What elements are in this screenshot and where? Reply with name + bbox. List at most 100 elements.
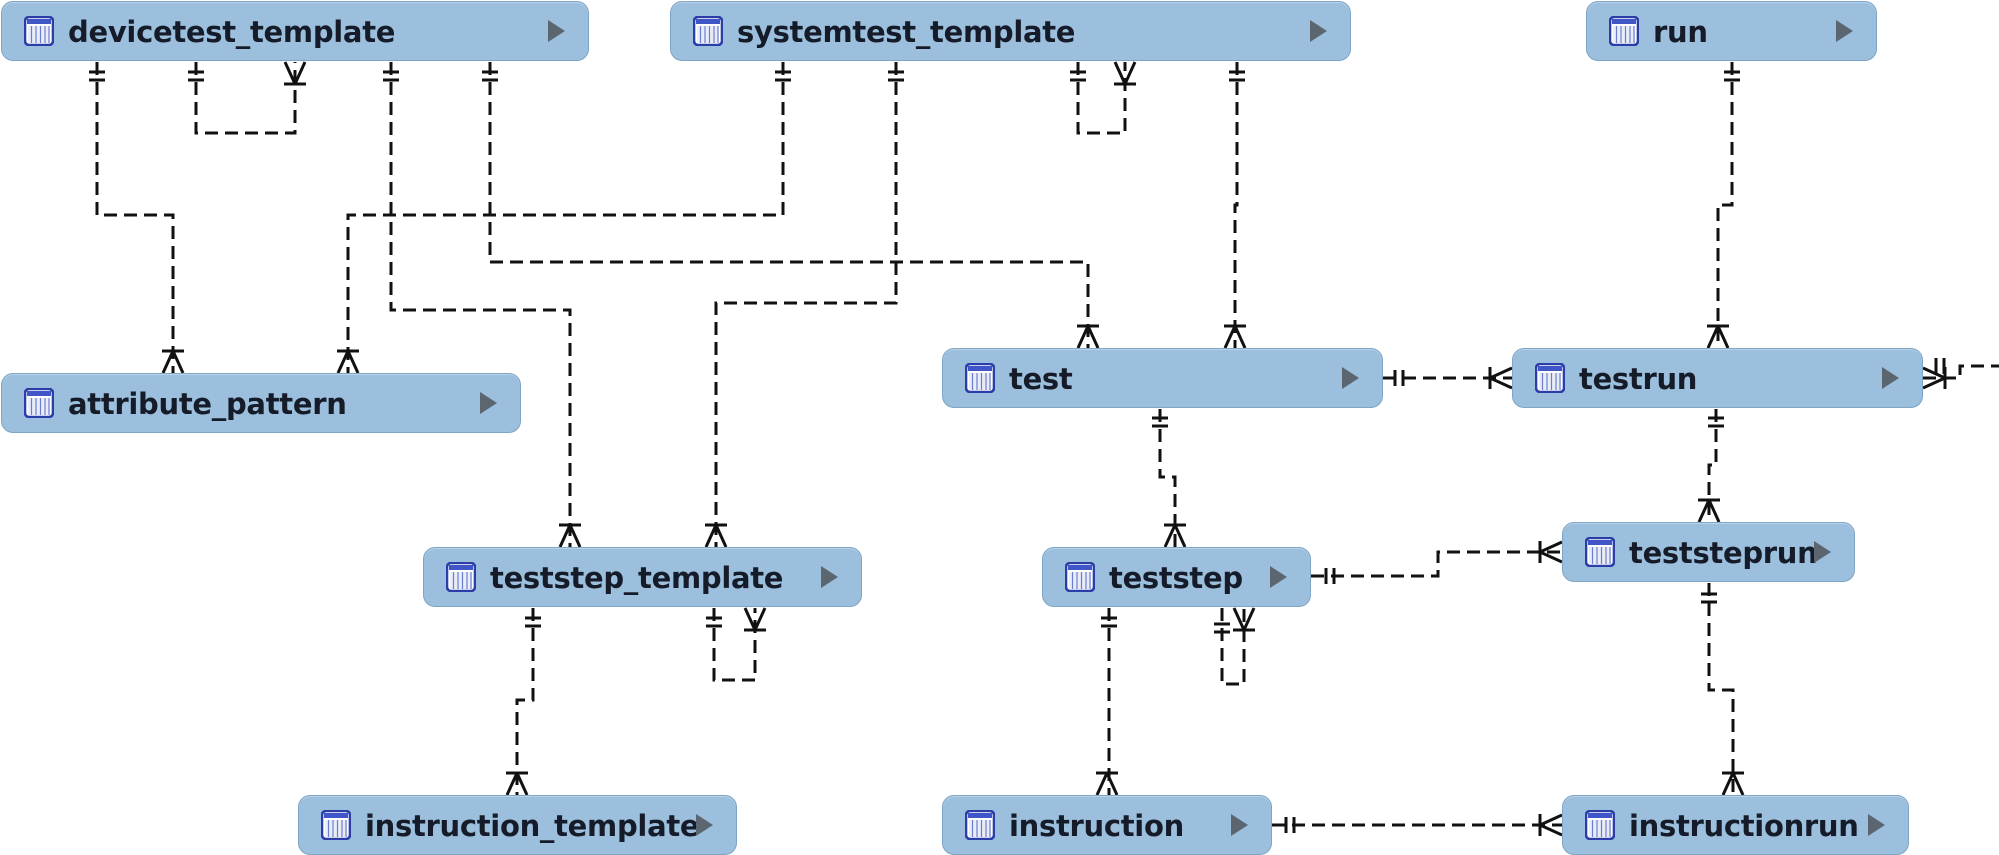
relationship-line [1220,608,1246,686]
entity-name: devicetest_template [68,15,396,49]
crows-foot [1086,325,1100,349]
crows-foot [1922,376,1946,390]
crows-foot [1105,772,1119,796]
crows-foot [1163,524,1177,548]
relationship-line [1311,550,1562,578]
relationship-line [1707,409,1718,522]
crows-foot [1539,540,1563,554]
entity-name: teststep [1109,561,1243,595]
crows-foot [1706,325,1720,349]
crows-foot [1123,61,1137,85]
table-icon [693,16,723,46]
entity-teststep-template[interactable]: teststep_template [423,547,862,607]
table-icon [1585,537,1615,567]
crows-foot [743,607,757,631]
table-icon [965,810,995,840]
entity-devicetest-template[interactable]: devicetest_template [1,1,589,61]
relationship-line [1716,62,1734,348]
relationship-line [1923,364,1999,380]
crows-foot [558,524,572,548]
table-icon [321,810,351,840]
crows-foot [1539,823,1563,837]
crows-foot [346,350,360,374]
expand-arrow-icon[interactable] [1836,20,1853,42]
table-icon [24,16,54,46]
entity-name: teststeprun [1629,536,1818,570]
relationship-line [194,62,297,135]
expand-arrow-icon[interactable] [1270,566,1287,588]
entity-instructionrun[interactable]: instructionrun [1562,795,1909,855]
crows-foot [1539,813,1563,827]
entity-run[interactable]: run [1586,1,1877,61]
entity-name: run [1653,15,1708,49]
expand-arrow-icon[interactable] [1868,814,1885,836]
entity-attribute-pattern[interactable]: attribute_pattern [1,373,521,433]
table-icon [1585,810,1615,840]
entity-name: instruction_template [365,809,700,843]
entity-testrun[interactable]: testrun [1512,348,1923,408]
crows-foot [1095,772,1109,796]
relationship-line [1233,62,1239,348]
expand-arrow-icon[interactable] [1882,367,1899,389]
crows-foot [1076,325,1090,349]
expand-arrow-icon[interactable] [696,814,713,836]
crows-foot [1223,325,1237,349]
crows-foot [1716,325,1730,349]
crows-foot [505,772,519,796]
relationship-line [389,62,572,547]
relationship-line [515,608,535,795]
crows-foot [171,350,185,374]
crows-foot [1539,550,1563,564]
expand-arrow-icon[interactable] [548,20,565,42]
table-icon [1535,363,1565,393]
expand-arrow-icon[interactable] [1342,367,1359,389]
entity-name: testrun [1579,362,1698,396]
crows-foot [515,772,529,796]
crows-foot [1242,607,1256,631]
crows-foot [1173,524,1187,548]
crows-foot [1489,366,1513,380]
crows-foot [1922,366,1946,380]
crows-foot [714,524,728,548]
crows-foot [1113,61,1127,85]
crows-foot [283,61,297,85]
relationship-line [95,62,175,373]
expand-arrow-icon[interactable] [1231,814,1248,836]
table-icon [446,562,476,592]
expand-arrow-icon[interactable] [1310,20,1327,42]
relationship-line [712,608,757,682]
expand-arrow-icon[interactable] [1814,541,1831,563]
table-icon [965,363,995,393]
entity-instruction[interactable]: instruction [942,795,1272,855]
entity-teststeprun[interactable]: teststeprun [1562,522,1855,582]
crows-foot [293,61,307,85]
entity-name: test [1009,362,1073,396]
table-icon [24,388,54,418]
entity-name: systemtest_template [737,15,1076,49]
crows-foot [336,350,350,374]
entity-test[interactable]: test [942,348,1383,408]
table-icon [1609,16,1639,46]
entity-instruction-template[interactable]: instruction_template [298,795,737,855]
crows-foot [568,524,582,548]
crows-foot [1707,499,1721,523]
crows-foot [704,524,718,548]
entity-systemtest-template[interactable]: systemtest_template [670,1,1351,61]
crows-foot [1232,607,1246,631]
crows-foot [753,607,767,631]
entity-name: attribute_pattern [68,387,347,421]
expand-arrow-icon[interactable] [821,566,838,588]
relationship-line [488,62,1090,348]
entity-name: instruction [1009,809,1184,843]
entity-name: teststep_template [490,561,784,595]
entity-teststep[interactable]: teststep [1042,547,1311,607]
relationship-line [714,62,898,547]
expand-arrow-icon[interactable] [480,392,497,414]
crows-foot [1697,499,1711,523]
entity-name: instructionrun [1629,809,1859,843]
relationship-line [1707,583,1735,795]
relationship-line [346,62,785,373]
crows-foot [161,350,175,374]
